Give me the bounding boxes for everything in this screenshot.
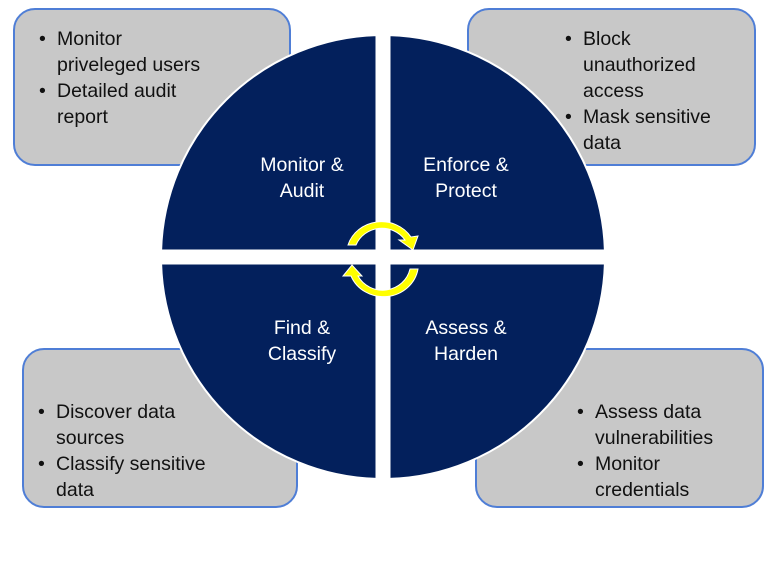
list-item: Assess data vulnerabilities [575, 399, 755, 451]
quadrant-assess-harden [388, 262, 606, 480]
quadrant-title-line: Assess & [425, 317, 507, 339]
quadrant-title-line: Monitor & [260, 154, 344, 176]
quadrant-title-line: Protect [435, 180, 497, 202]
quadrant-title-line: Audit [279, 180, 325, 202]
assess-harden-list: Assess data vulnerabilities Monitor cred… [575, 399, 755, 503]
quadrant-monitor-audit [160, 34, 378, 252]
list-item: Monitor priveleged users [37, 26, 207, 78]
quadrant-label-find-classify: Find & Classify [222, 315, 382, 367]
list-item: Classify sensitive data [36, 451, 216, 503]
cycle-arrows-icon [341, 221, 419, 298]
quadrant-title-line: Find & [273, 317, 331, 339]
top-arrow-icon [347, 221, 419, 251]
monitor-audit-list: Monitor priveleged users Detailed audit … [37, 26, 207, 130]
enforce-protect-list: Block unauthorized access Mask sensitive… [563, 26, 743, 156]
quadrant-label-monitor-audit: Monitor & Audit [222, 152, 382, 204]
quadrant-title-line: Classify [267, 343, 337, 365]
quadrant-find-classify [160, 262, 378, 480]
list-item: Monitor credentials [575, 451, 755, 503]
quadrant-enforce-protect [388, 34, 606, 252]
list-item: Mask sensitive data [563, 104, 743, 156]
list-item: Discover data sources [36, 399, 216, 451]
quadrant-label-enforce-protect: Enforce & Protect [386, 152, 546, 204]
bottom-arrow-icon [341, 264, 419, 298]
quadrant-title-line: Enforce & [423, 154, 509, 176]
find-classify-list: Discover data sources Classify sensitive… [36, 399, 216, 503]
list-item: Block unauthorized access [563, 26, 743, 104]
list-item: Detailed audit report [37, 78, 207, 130]
quadrant-title-line: Harden [434, 343, 498, 365]
quadrant-label-assess-harden: Assess & Harden [386, 315, 546, 367]
